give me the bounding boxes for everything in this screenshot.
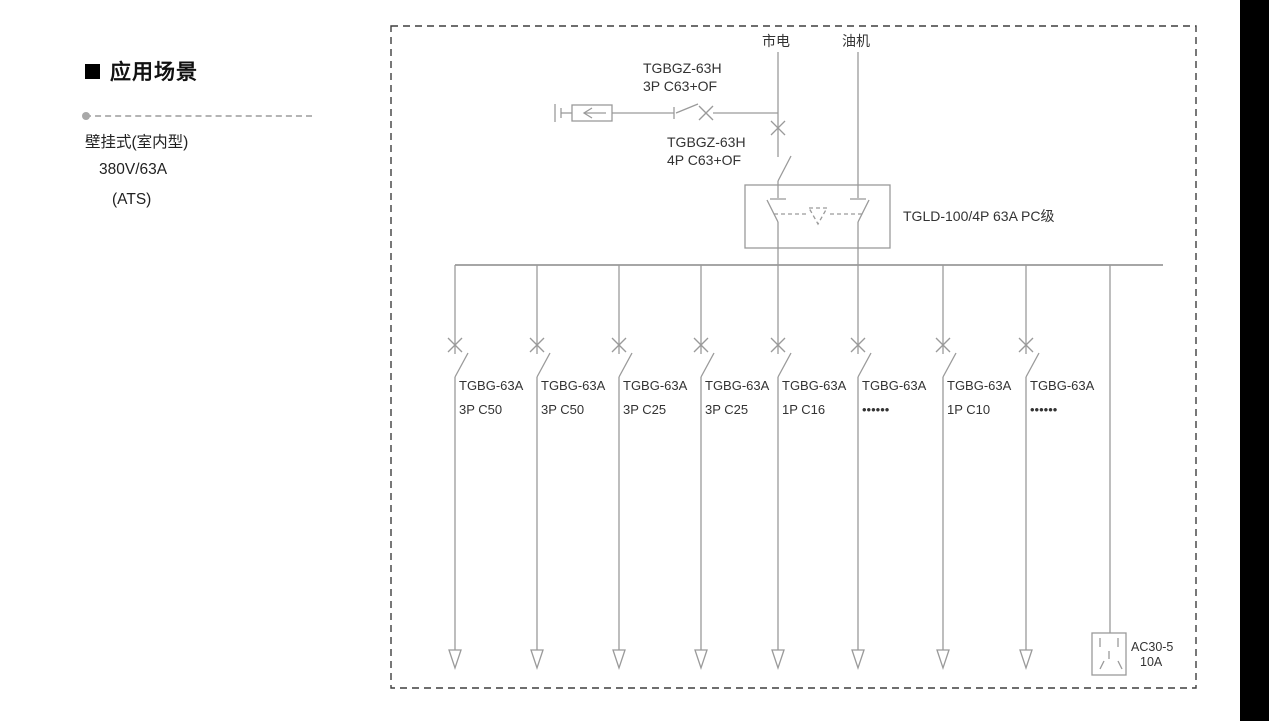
- socket-icon: [1091, 632, 1127, 676]
- main-breaker-model: TGBGZ-63H: [667, 134, 746, 150]
- branch-label-6: TGBG-63A ••••••: [862, 378, 926, 418]
- section-heading-text: 应用场景: [110, 61, 198, 84]
- spd-breaker-model: TGBGZ-63H: [643, 60, 722, 76]
- branch-spec: 3P C25: [705, 402, 749, 417]
- ats-operator-triangle-icon: [807, 207, 829, 226]
- branch-model: TGBG-63A: [705, 378, 770, 393]
- branch-spec: 3P C25: [623, 402, 667, 417]
- socket-model: AC30-5: [1131, 640, 1174, 654]
- branch-label-2: TGBG-63A 3P C50: [541, 378, 605, 418]
- heading-bullet-icon: [85, 63, 100, 79]
- socket-rating: 10A: [1140, 655, 1163, 669]
- screen-edge-strip: [1240, 0, 1269, 721]
- load-arrow-icon: [851, 649, 865, 671]
- branch-model: TGBG-63A: [1030, 378, 1095, 393]
- label-main-breaker: TGBGZ-63H 4P C63+OF: [667, 133, 746, 169]
- branch-label-8: TGBG-63A ••••••: [1030, 378, 1094, 418]
- label-mains-source: 市电: [762, 33, 790, 49]
- spec-line-mounting: 壁挂式(室内型): [85, 134, 189, 151]
- branch-circuits: [447, 265, 1040, 671]
- label-socket: AC30-5 10A: [1131, 640, 1173, 670]
- label-transfer-switch: TGLD-100/4P 63A PC级: [903, 208, 1055, 224]
- load-arrow-icon: [448, 649, 462, 671]
- spec-line-rating: 380V/63A: [99, 161, 168, 178]
- load-arrow-icon: [694, 649, 708, 671]
- label-generator-source: 油机: [842, 33, 870, 49]
- branch-model: TGBG-63A: [623, 378, 688, 393]
- mains-breaker-symbol: [770, 120, 792, 198]
- branch-label-5: TGBG-63A 1P C16: [782, 378, 846, 418]
- branch-label-3: TGBG-63A 3P C25: [623, 378, 687, 418]
- rule-dot-icon: [82, 112, 90, 120]
- spd-breaker-symbol: [673, 103, 714, 121]
- transfer-switch: [744, 184, 891, 265]
- socket-circuit: [1091, 265, 1127, 676]
- incoming-lines: [777, 52, 859, 198]
- branch-model: TGBG-63A: [862, 378, 927, 393]
- main-breaker-spec: 4P C63+OF: [667, 152, 742, 168]
- branch-label-7: TGBG-63A 1P C10: [947, 378, 1011, 418]
- branch-label-4: TGBG-63A 3P C25: [705, 378, 769, 418]
- branch-model: TGBG-63A: [947, 378, 1012, 393]
- label-spd-breaker: TGBGZ-63H 3P C63+OF: [643, 59, 722, 95]
- branch-spec: 1P C10: [947, 402, 991, 417]
- branch-spec: ••••••: [1030, 402, 1058, 417]
- spd-branch: [554, 103, 778, 122]
- branch-spec: 3P C50: [541, 402, 585, 417]
- branch-label-1: TGBG-63A 3P C50: [459, 378, 523, 418]
- earth-icon: [554, 104, 562, 122]
- branch-spec: 3P C50: [459, 402, 503, 417]
- load-arrow-icon: [1019, 649, 1033, 671]
- spd-breaker-spec: 3P C63+OF: [643, 78, 718, 94]
- spec-line-ats: (ATS): [112, 191, 152, 208]
- enclosure-dashed-border: [390, 25, 1197, 689]
- load-arrow-icon: [612, 649, 626, 671]
- load-arrow-icon: [530, 649, 544, 671]
- ats-box: [744, 184, 891, 249]
- load-arrow-icon: [936, 649, 950, 671]
- branch-spec: ••••••: [862, 402, 890, 417]
- dashed-rule: [82, 112, 312, 120]
- branch-model: TGBG-63A: [782, 378, 847, 393]
- branch-model: TGBG-63A: [459, 378, 524, 393]
- branch-model: TGBG-63A: [541, 378, 606, 393]
- load-arrow-icon: [771, 649, 785, 671]
- branch-spec: 1P C16: [782, 402, 826, 417]
- section-heading: 应用场景: [85, 56, 198, 86]
